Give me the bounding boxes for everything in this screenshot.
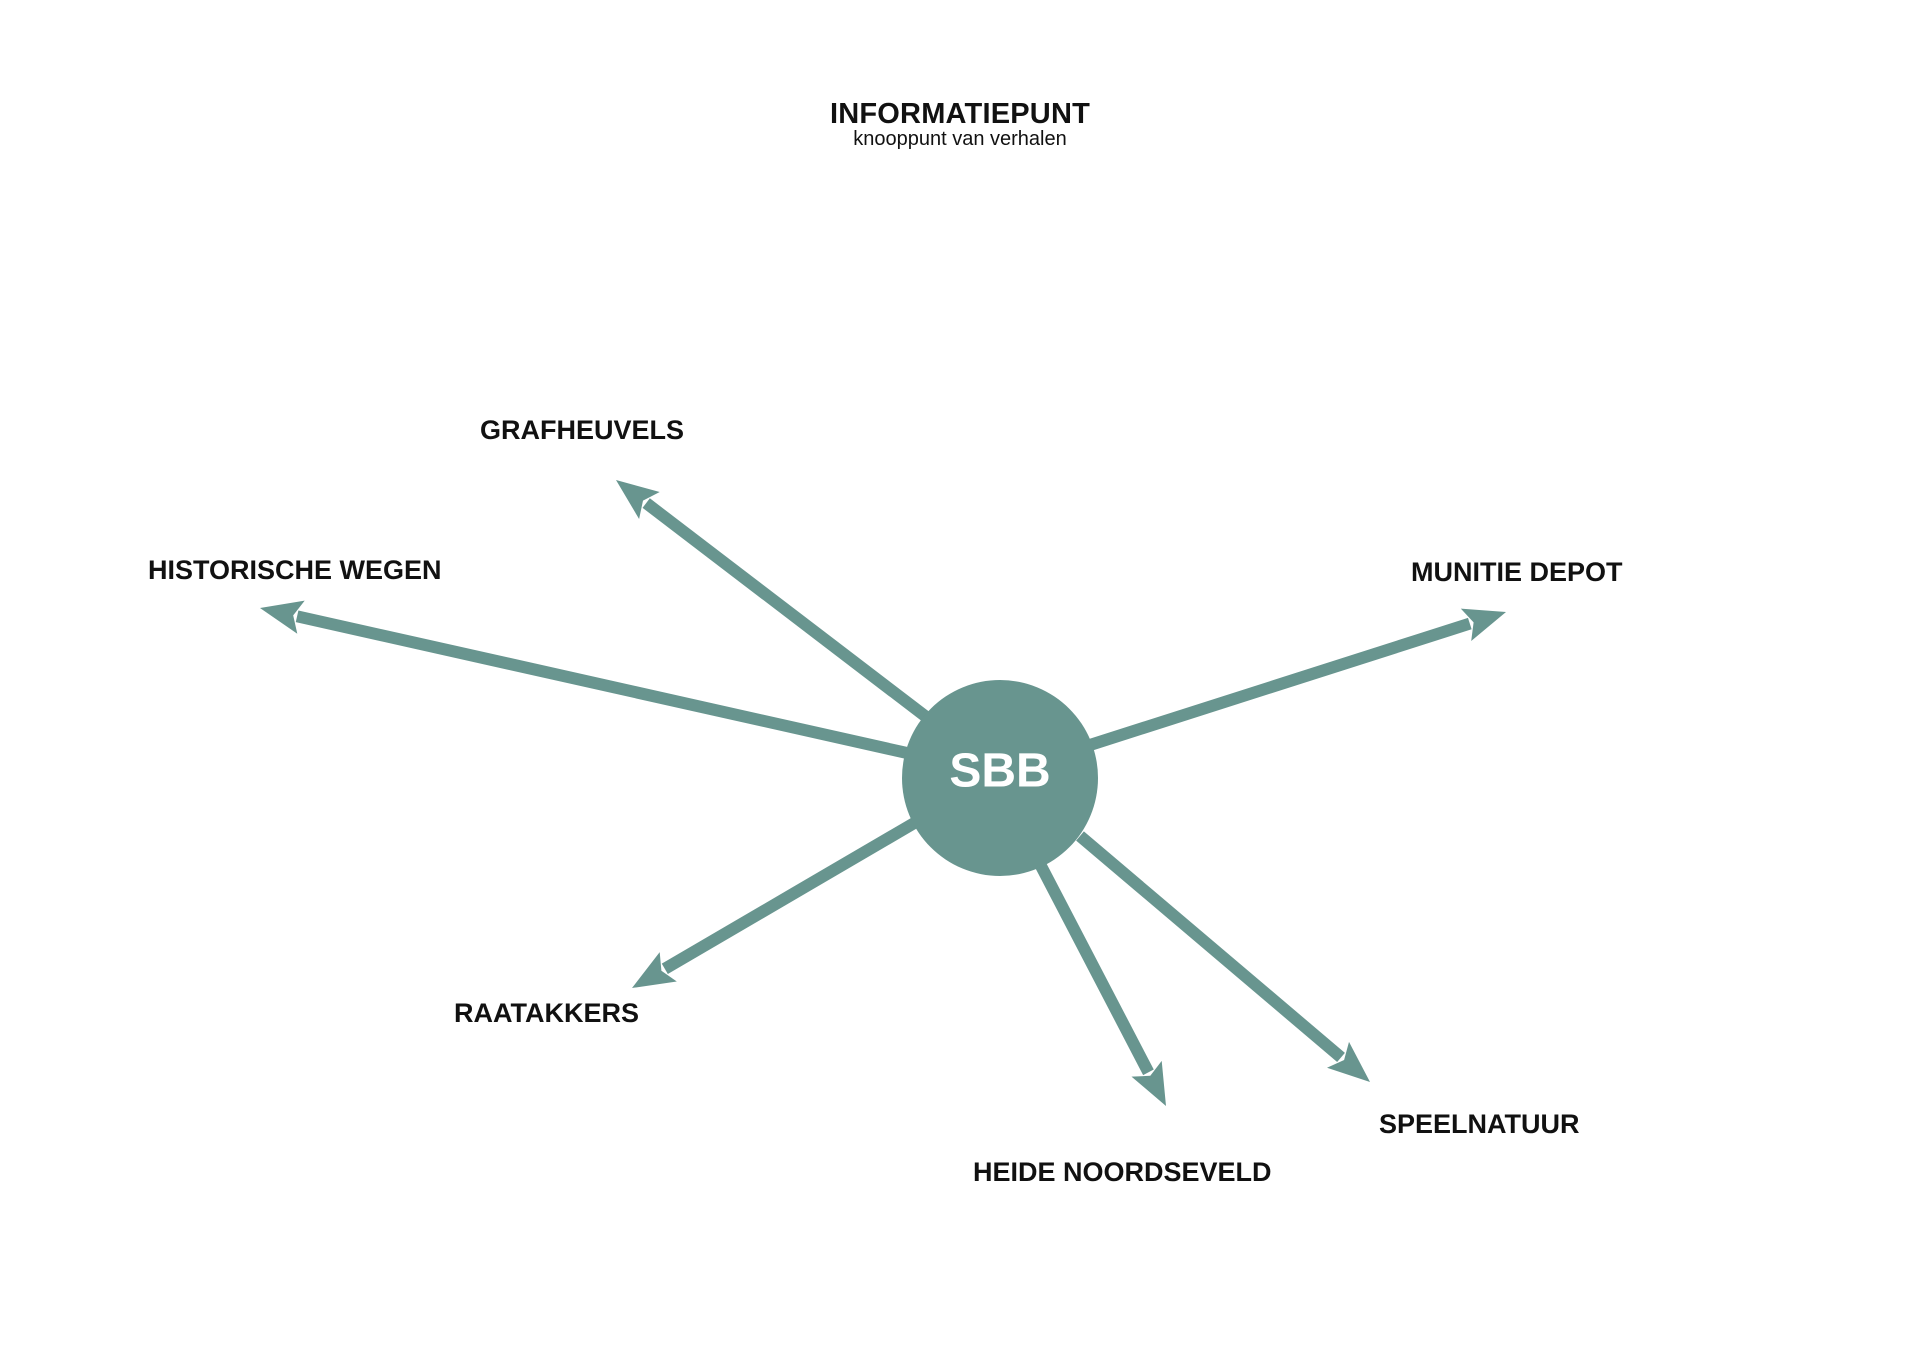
diagram-subtitle: knooppunt van verhalen [853,128,1067,150]
hub-circle [902,680,1098,876]
arrow-head-heide-noordseveld [1131,1060,1166,1106]
arrow-head-speelnatuur [1327,1041,1370,1082]
label-raatakkers: RAATAKKERS [454,998,639,1028]
arrow-historische-wegen [260,600,909,759]
arrow-shaft-munitie-depot [1088,617,1472,751]
diagram-title: INFORMATIEPUNT [829,98,1091,130]
arrow-munitie-depot [1088,608,1506,751]
arrow-heide-noordseveld [1034,861,1166,1106]
arrow-head-grafheuvels [616,480,660,519]
label-historische-wegen: HISTORISCHE WEGEN [148,555,442,585]
label-grafheuvels: GRAFHEUVELS [480,415,684,445]
arrow-head-raatakkers [632,952,677,988]
arrow-speelnatuur [1076,831,1370,1082]
arrow-head-historische-wegen [260,600,305,634]
arrow-grafheuvels [616,480,929,721]
arrow-shaft-heide-noordseveld [1034,861,1154,1076]
arrow-raatakkers [632,816,920,988]
arrow-shaft-grafheuvels [642,498,929,721]
arrow-shaft-speelnatuur [1076,831,1345,1062]
label-munitie-depot: MUNITIE DEPOT [1411,557,1623,587]
arrows-layer [260,480,1506,1106]
arrow-shaft-historische-wegen [295,610,909,759]
title-block: INFORMATIEPUNT knooppunt van verhalen [760,98,1160,150]
arrow-shaft-raatakkers [661,816,920,975]
label-speelnatuur: SPEELNATUUR [1379,1109,1580,1139]
label-heide-noordseveld: HEIDE NOORDSEVELD [973,1157,1272,1187]
hub-label: SBB [949,745,1050,798]
arrow-head-munitie-depot [1460,608,1506,641]
